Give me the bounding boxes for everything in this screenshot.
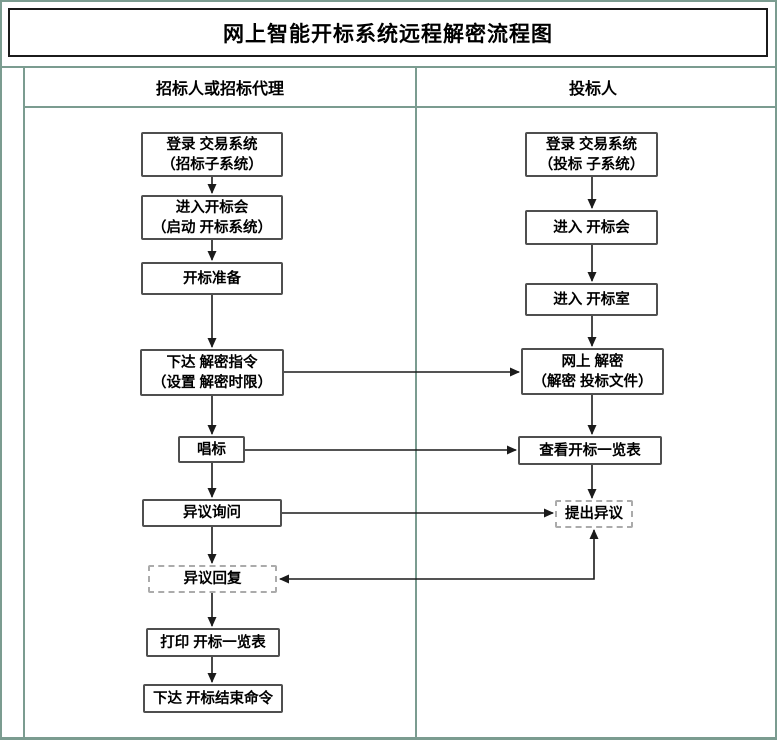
flow-node-view-bid-summary: 查看开标一览表 [518,436,662,465]
flow-node-enter-bid-room: 进入 开标室 [525,283,658,316]
lane-header-bidder: 投标人 [568,81,617,98]
flow-node-label: （解密 投标文件） [532,373,653,390]
flow-node-bidder-login: 登录 交易系统 （投标 子系统） [525,132,658,177]
flow-node-raise-objection: 提出异议 [555,500,633,528]
flow-node-label: 开标准备 [183,270,241,287]
title-box: 网上智能开标系统远程解密流程图 [8,8,768,57]
flow-node-label: 进入 开标室 [553,291,630,308]
flow-node-label: 打印 开标一览表 [160,634,266,651]
flow-node-objection-inquiry: 异议询问 [142,499,282,527]
flow-node-label: 下达 开标结束命令 [152,690,274,707]
flow-node-label: 异议询问 [183,505,241,521]
left-strip-divider-line [23,66,25,739]
flow-node-label: 登录 交易系统 [166,136,258,153]
table-bottom-line [2,737,775,739]
flow-node-label: （启动 开标系统） [151,219,273,236]
flow-node-tenderer-login: 登录 交易系统 （招标子系统） [141,132,283,177]
flow-node-label: （投标 子系统） [538,156,645,173]
table-top-line [2,66,775,68]
flow-node-issue-decrypt-command: 下达 解密指令 （设置 解密时限） [140,349,284,396]
lane-divider-line [415,66,417,739]
flow-node-online-decrypt: 网上 解密 （解密 投标文件） [521,348,664,395]
flow-node-bid-reading: 唱标 [178,436,245,463]
flow-node-bid-opening-prep: 开标准备 [141,262,283,295]
flow-node-label: 登录 交易系统 [545,136,638,153]
flow-node-label: 唱标 [197,441,226,458]
flow-node-label: （招标子系统） [161,156,263,173]
flow-node-tenderer-enter-meeting: 进入开标会 （启动 开标系统） [141,195,283,240]
flow-arrow-raise-objection-objection-reply-bidirectional [279,529,599,584]
flow-node-label: 下达 解密指令 [166,354,258,371]
flow-node-label: （设置 解密时限） [151,374,273,391]
header-bottom-line [24,106,775,108]
flow-node-label: 网上 解密 [561,353,624,370]
flow-node-bidder-enter-meeting: 进入 开标会 [525,210,658,245]
flow-node-objection-reply: 异议回复 [148,565,277,593]
flow-node-label: 查看开标一览表 [539,442,641,459]
flow-node-label: 进入 开标会 [553,219,630,236]
flow-node-label: 进入开标会 [175,199,249,216]
flow-node-issue-end-command: 下达 开标结束命令 [143,684,283,713]
flow-node-label: 异议回复 [183,571,242,587]
lane-header-tenderer: 招标人或招标代理 [155,81,284,98]
page-title: 网上智能开标系统远程解密流程图 [223,22,553,46]
flow-node-print-bid-summary: 打印 开标一览表 [146,628,280,657]
flow-node-label: 提出异议 [565,506,623,522]
